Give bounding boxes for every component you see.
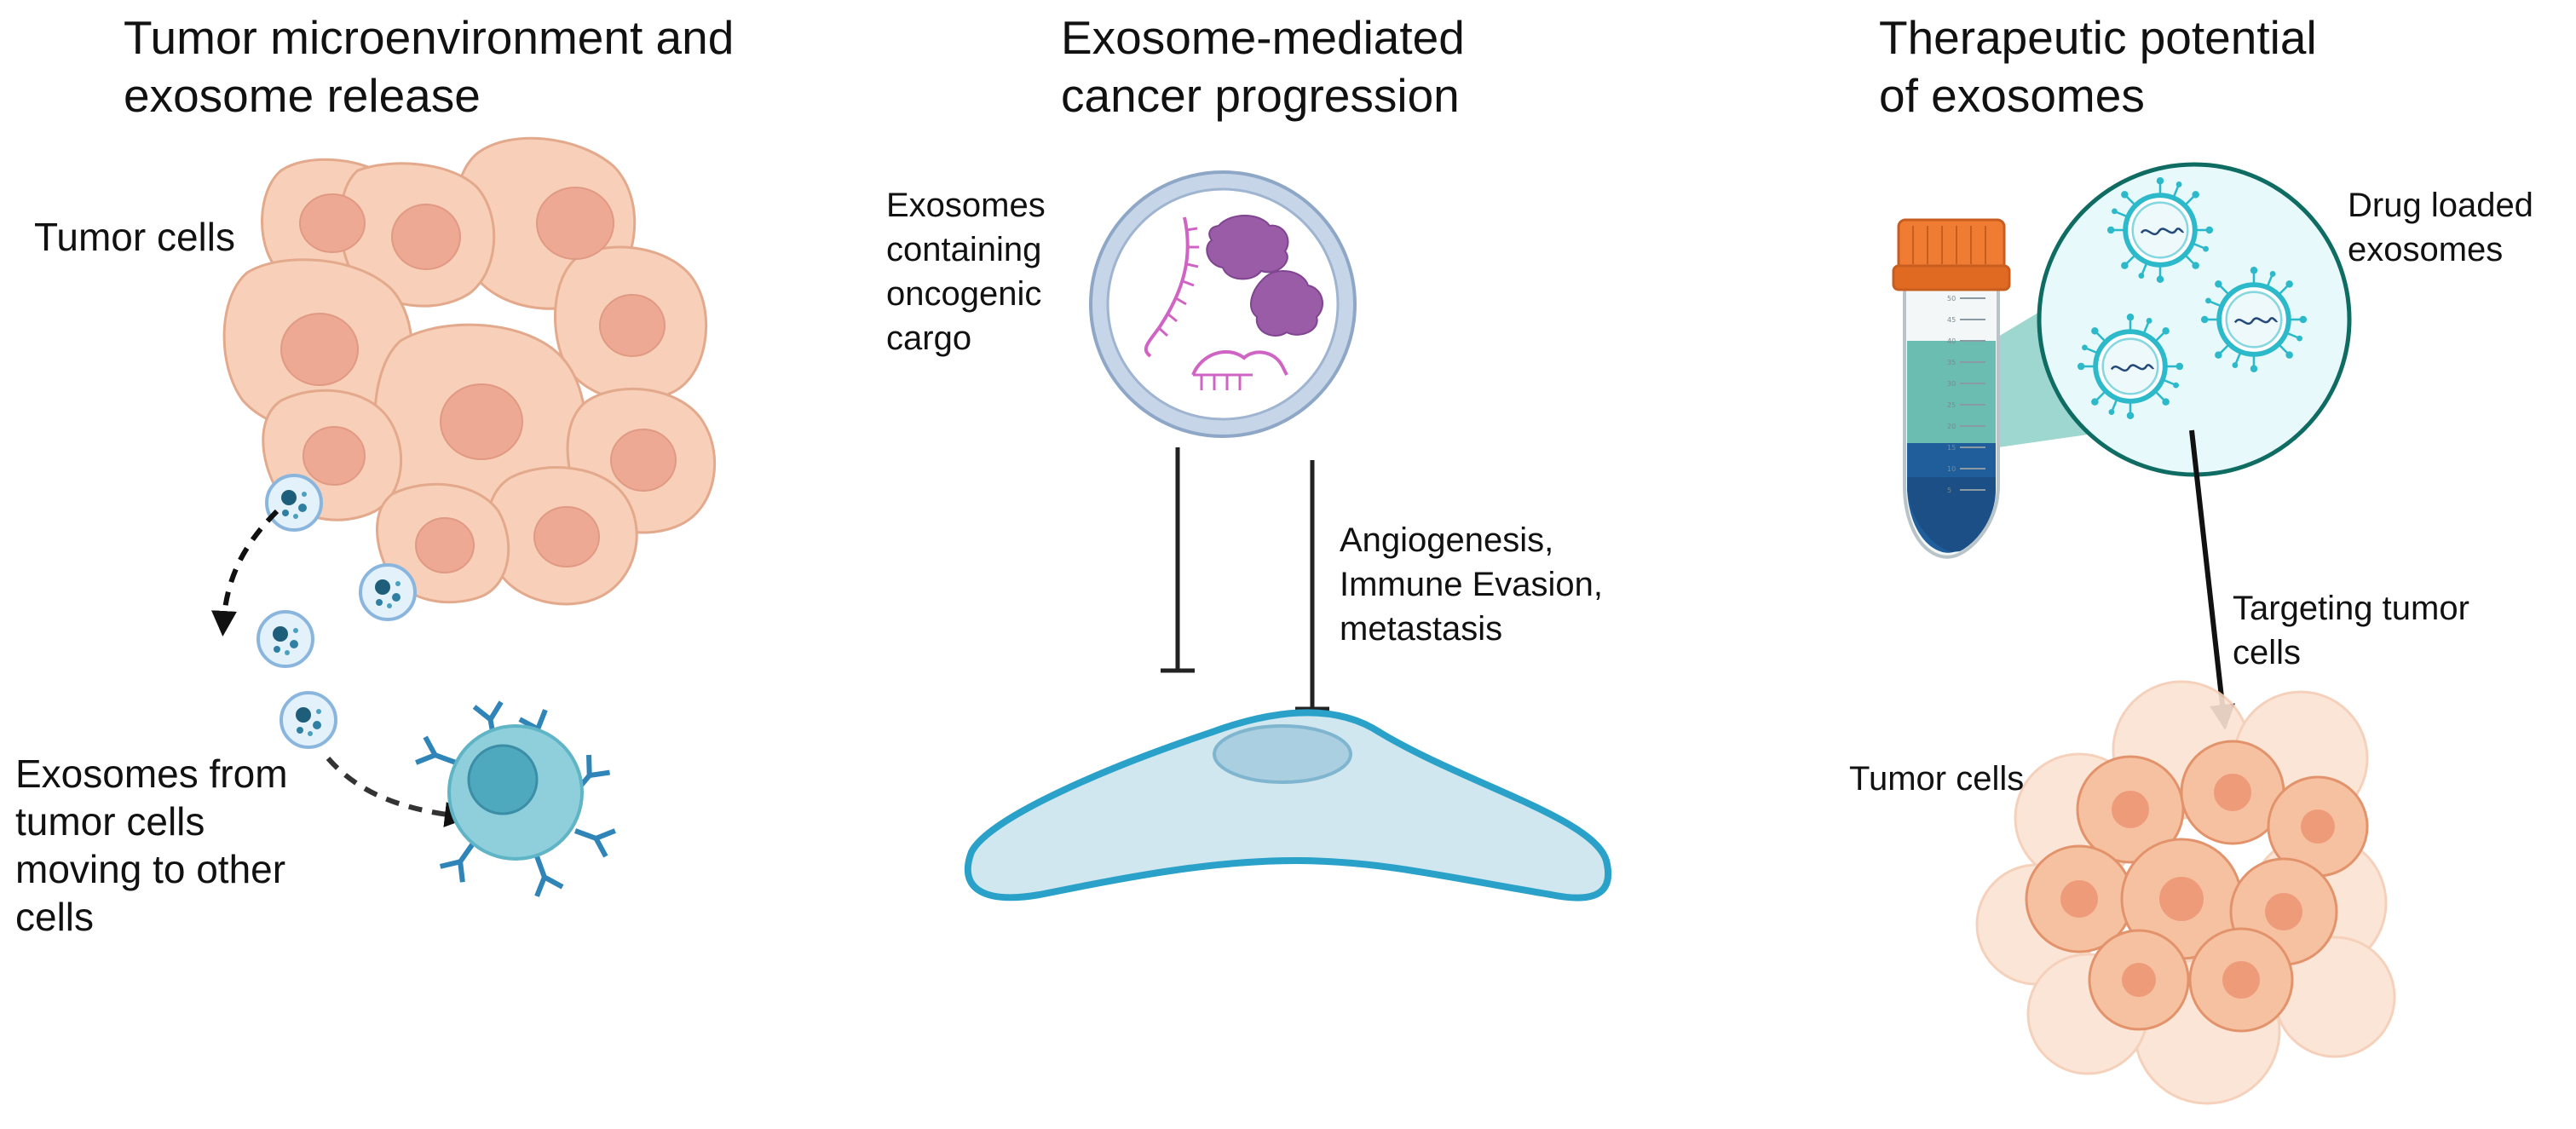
exosomes-moving-line2: tumor cells [15, 799, 205, 844]
target-cell [964, 709, 1612, 901]
inhibition-lines [1161, 447, 1329, 711]
tube-scale-mark: 30 [1947, 380, 1956, 388]
panel2-cargo-label: Exosomes containing oncogenic cargo [886, 183, 1046, 360]
effects-line2: Immune Evasion, [1340, 566, 1604, 603]
targeting-line1: Targeting tumor [2233, 590, 2469, 627]
exosomes-moving-line1: Exosomes from [15, 752, 288, 796]
exosomes-moving-line3: moving to other [15, 847, 286, 891]
cargo-line3: oncogenic [886, 275, 1042, 313]
panel2-effects-label: Angiogenesis, Immune Evasion, metastasis [1340, 518, 1603, 651]
arrow-to-tumor [2189, 429, 2235, 730]
drug-loaded-line1: Drug loaded [2348, 187, 2533, 224]
tumor-cell-nuclei [280, 187, 677, 573]
cargo-line1: Exosomes [886, 187, 1046, 224]
panel3-tumor-cells-label: Tumor cells [1849, 757, 2024, 801]
drug-loaded-line2: exosomes [2348, 231, 2504, 268]
cargo-line4: cargo [886, 320, 972, 357]
panel1-exosomes-moving-label: Exosomes from tumor cells moving to othe… [15, 750, 288, 941]
exosome-cargo-circle [1089, 170, 1357, 438]
tumor-cells-text: Tumor cells [34, 215, 235, 259]
tube-scale-mark: 5 [1947, 487, 1951, 494]
panel2-title-line2: cancer progression [1061, 69, 1460, 122]
panel1-tumor-cells-label: Tumor cells [34, 213, 235, 261]
panel1-title: Tumor microenvironment and exosome relea… [124, 9, 734, 124]
zoom-circle [2037, 162, 2352, 477]
panel3-title-line2: of exosomes [1879, 69, 2145, 122]
panel1-title-line2: exosome release [124, 69, 481, 122]
panel3-drug-loaded-label: Drug loaded exosomes [2348, 183, 2533, 272]
panel2-title: Exosome-mediated cancer progression [1061, 9, 1465, 124]
tube-scale-mark: 25 [1947, 401, 1956, 409]
panel3-targeting-label: Targeting tumor cells [2233, 586, 2469, 675]
tube-scale-mark: 10 [1947, 465, 1956, 473]
panel3-title-line1: Therapeutic potential [1879, 11, 2317, 64]
tube-scale-mark: 45 [1947, 316, 1956, 324]
tube-scale-mark: 50 [1947, 295, 1956, 302]
effects-line3: metastasis [1340, 610, 1503, 648]
panel2-title-line1: Exosome-mediated [1061, 11, 1465, 64]
tube-scale-mark: 35 [1947, 359, 1956, 366]
tube-scale-marks: 50 45 40 35 30 25 20 15 10 5 [1947, 295, 1956, 494]
dashed-arrow-to-immune [326, 757, 470, 827]
immune-cell [414, 701, 617, 898]
tumor-cells-target-text: Tumor cells [1849, 760, 2025, 798]
targeting-line2: cells [2233, 634, 2302, 671]
centrifuge-tube [1892, 218, 2011, 559]
cargo-line2: containing [886, 231, 1042, 268]
exosomes-moving-line4: cells [15, 895, 95, 939]
panel1-title-line1: Tumor microenvironment and [124, 11, 735, 64]
tumor-cluster-target [1975, 680, 2396, 1105]
tube-scale-mark: 20 [1947, 423, 1956, 430]
tube-scale-mark: 15 [1947, 444, 1956, 452]
dashed-arrow-down [211, 509, 279, 637]
effects-line1: Angiogenesis, [1340, 521, 1554, 559]
panel3-title: Therapeutic potential of exosomes [1879, 9, 2317, 124]
tube-scale-mark: 40 [1947, 337, 1956, 345]
